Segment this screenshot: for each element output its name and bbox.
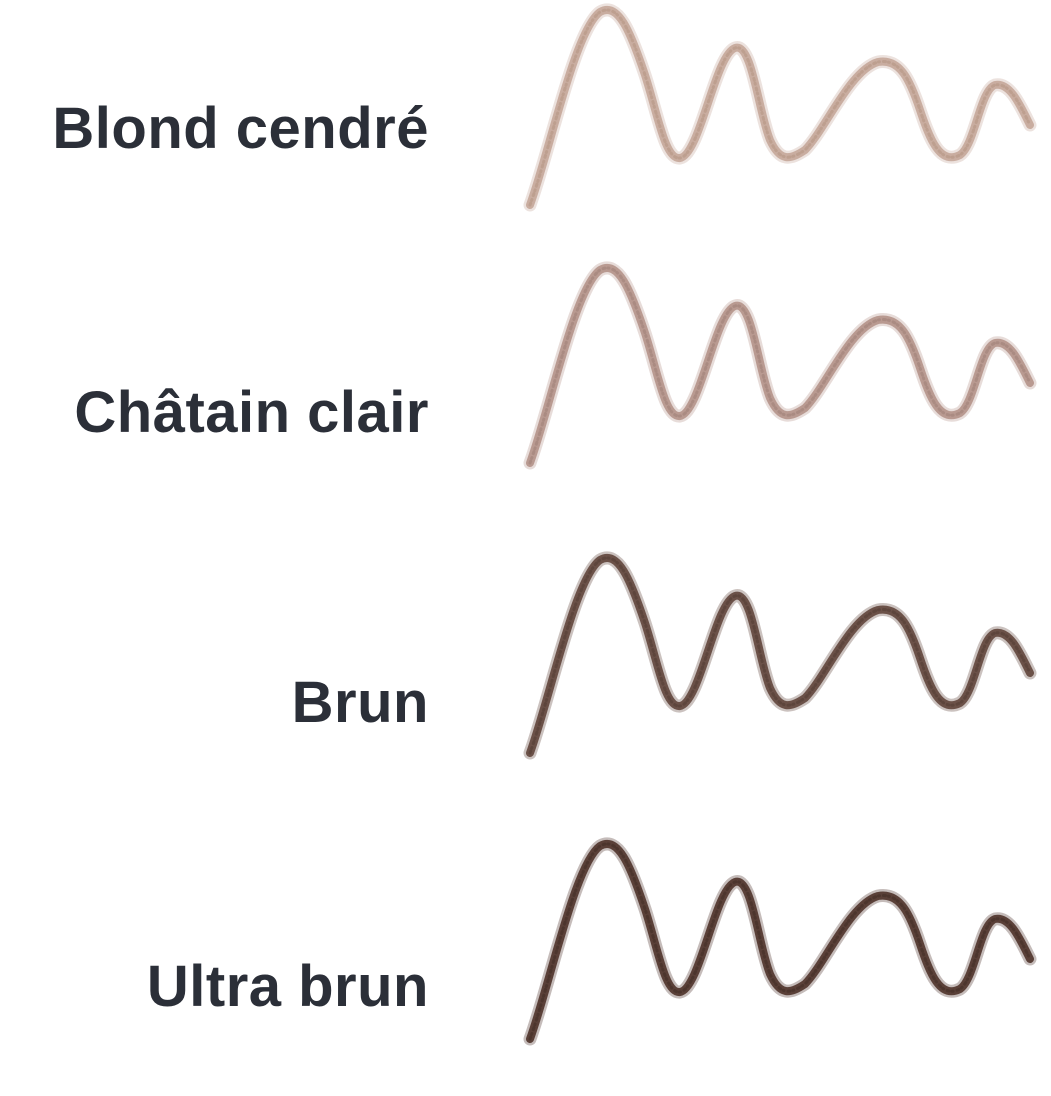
pencil-swatch-chatain-clair [523, 261, 1037, 470]
pencil-swatch-blond-cendre [523, 3, 1037, 212]
pencil-stroke [526, 840, 1034, 1043]
shade-row-chatain-clair: Châtain clair [0, 258, 1051, 520]
shade-row-blond-cendre: Blond cendré [0, 0, 1051, 262]
pencil-stroke [526, 264, 1034, 467]
pencil-swatch-brun [523, 551, 1037, 760]
pencil-stroke-grain [528, 842, 1032, 1041]
pencil-stroke-grain [528, 266, 1032, 465]
pencil-stroke-halo [523, 3, 1037, 212]
pencil-stroke-halo [523, 837, 1037, 1046]
pencil-stroke-halo [523, 261, 1037, 470]
pencil-stroke-grain [528, 556, 1032, 755]
shade-row-brun: Brun [0, 548, 1051, 810]
pencil-swatch-ultra-brun [523, 837, 1037, 1046]
shade-label: Blond cendré [52, 96, 429, 161]
pencil-stroke-grain [528, 8, 1032, 207]
shade-label: Châtain clair [74, 380, 429, 445]
shade-row-ultra-brun: Ultra brun [0, 834, 1051, 1096]
pencil-stroke-halo [523, 551, 1037, 760]
pencil-stroke [526, 6, 1034, 209]
shade-label: Brun [291, 670, 429, 735]
pencil-stroke [526, 554, 1034, 757]
shade-label: Ultra brun [146, 954, 429, 1019]
